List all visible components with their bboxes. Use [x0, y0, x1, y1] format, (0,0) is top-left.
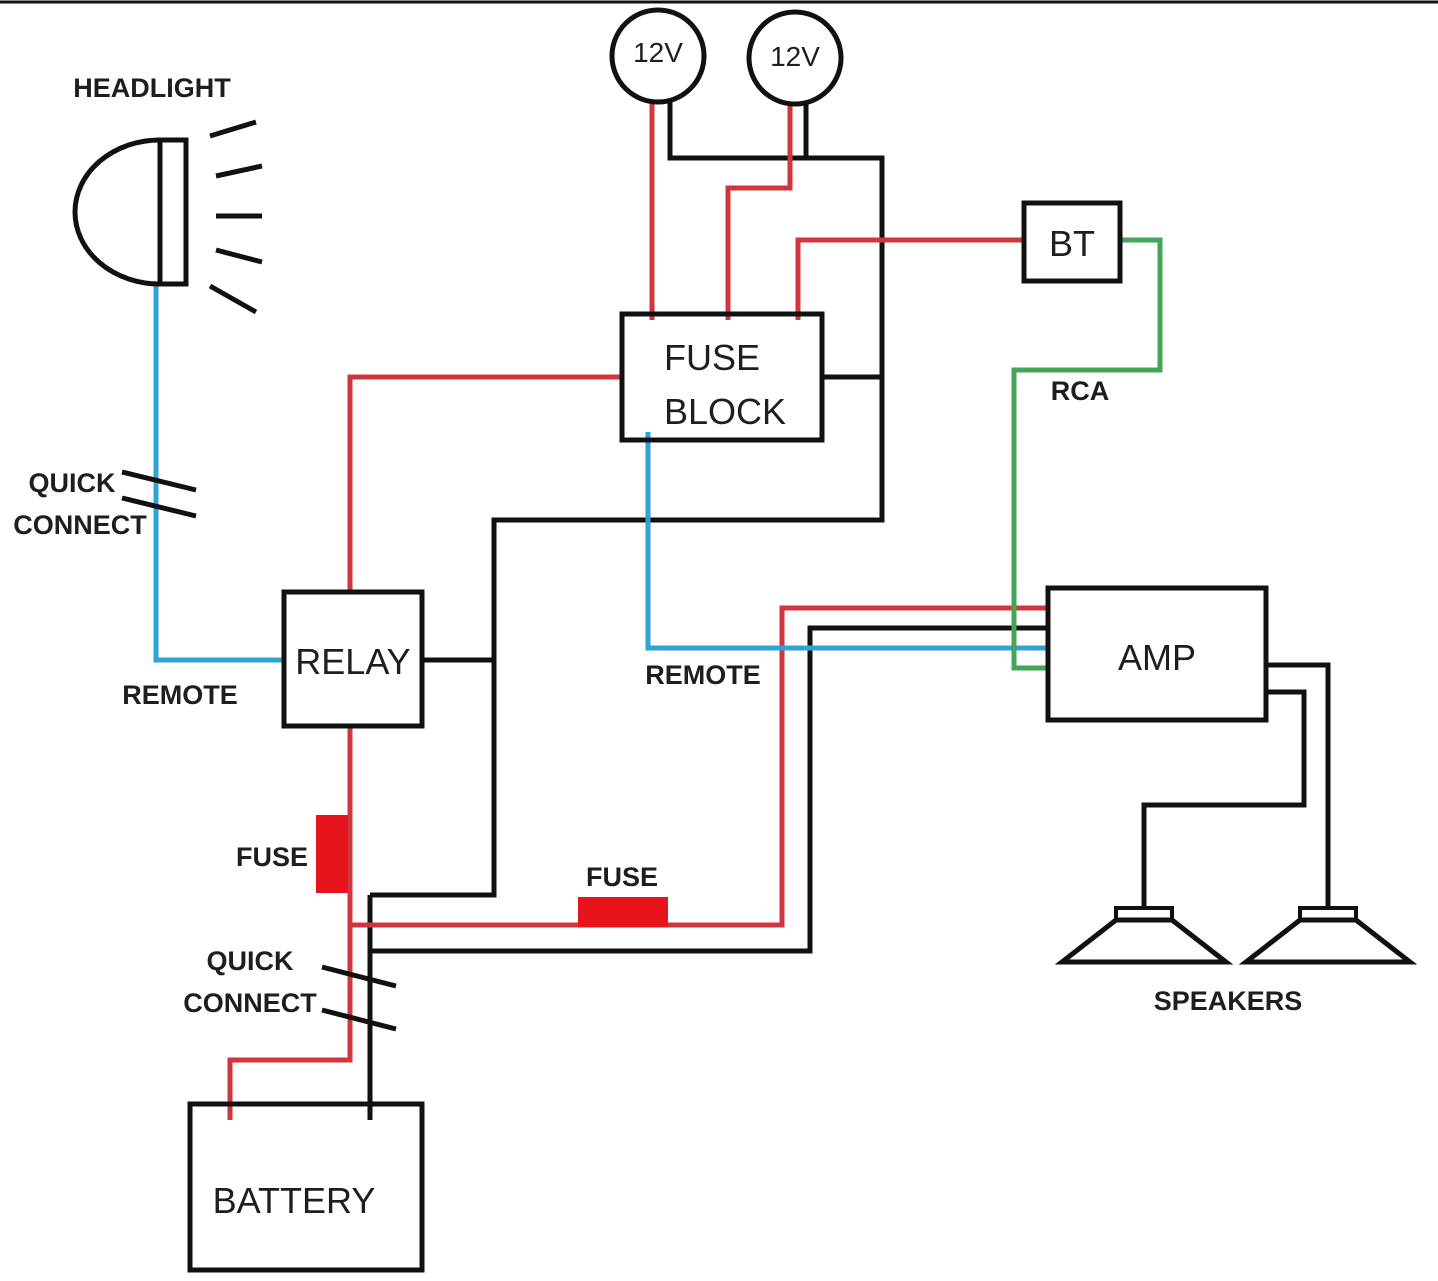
amp-label: AMP: [1118, 637, 1196, 678]
fuse-amp-label: FUSE: [586, 862, 658, 892]
rca-label: RCA: [1051, 376, 1110, 406]
quick-connect-top-label-line1: QUICK: [29, 468, 117, 498]
relay-label: RELAY: [295, 641, 410, 682]
ground-wires: [367, 92, 1331, 1120]
fuse-block-label-line1: FUSE: [664, 337, 760, 378]
gauge-12v-left-label: 12V: [633, 37, 683, 68]
battery-label: BATTERY: [213, 1180, 376, 1221]
relay-fuse: [316, 815, 348, 893]
gauge-12v-right-label: 12V: [770, 41, 820, 72]
remote-left-label: REMOTE: [122, 680, 238, 710]
headlight-icon: [72, 119, 263, 315]
quick-connect-top-label-line2: CONNECT: [13, 510, 147, 540]
speaker-left-icon: [1054, 906, 1234, 965]
amp: [1045, 585, 1269, 723]
gauge-12v-right: 12V: [746, 9, 844, 107]
bt-module: [1021, 200, 1123, 284]
headlight-label: HEADLIGHT: [73, 73, 231, 103]
fuse-relay-label: FUSE: [236, 842, 308, 872]
fuse-block: [619, 311, 825, 443]
fuse-block-label-line2: BLOCK: [664, 391, 786, 432]
amp-fuse: [578, 897, 668, 927]
bt-label: BT: [1049, 223, 1095, 264]
quick-connect-bottom-label-line1: QUICK: [207, 946, 295, 976]
relay: [281, 589, 425, 729]
power-wires: [227, 92, 1046, 1120]
quick-connect-bottom-label-line2: CONNECT: [183, 988, 317, 1018]
quick-connect-top-symbol: [121, 469, 197, 519]
speaker-right-icon: [1238, 906, 1418, 965]
speakers-label: SPEAKERS: [1154, 986, 1303, 1016]
quick-connect-bottom-symbol: [321, 964, 397, 1032]
battery: [187, 1101, 425, 1273]
rca-wire: [1011, 237, 1163, 671]
remote-mid-label: REMOTE: [645, 660, 761, 690]
remote-wires: [153, 285, 1046, 663]
gauge-12v-left: 12V: [609, 7, 707, 105]
